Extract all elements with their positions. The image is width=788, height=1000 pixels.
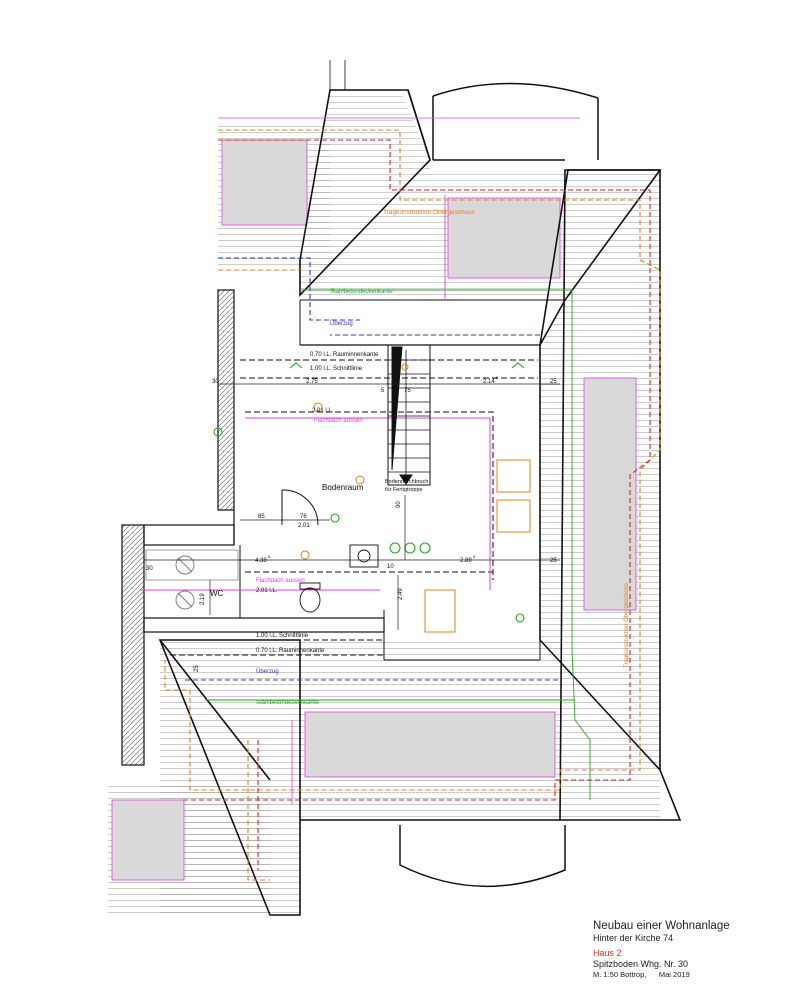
dim-5a: 5 [381, 388, 385, 394]
bay-window-bottom [399, 825, 566, 887]
door-swing [281, 489, 319, 526]
interior-walls [121, 289, 541, 766]
label-tragkonstruktion-right: Tragkonstruktion Obergeschoss [624, 583, 630, 668]
label-schnitt-100-bottom: 1.00 l.L. Schnittlinie [256, 633, 309, 639]
electrical-symbols [213, 362, 525, 623]
dim-76: 76 [300, 514, 307, 520]
dim-275: 2.75 [306, 379, 318, 385]
dim-214-sup: 5 [496, 375, 499, 380]
label-raum-070-bottom: 0.70 l.L. Rauminnenkante [256, 648, 325, 654]
project-title: Neubau einer Wohnanlage [593, 920, 730, 932]
dim-30b: 30 [146, 566, 153, 572]
dim-201-ll: 2.01 l.L. [312, 408, 334, 414]
dim-30: 30 [212, 379, 219, 385]
label-bodenraum: Bodenraum [322, 483, 364, 492]
label-schnitt-100-top: 1.00 l.L. Schnittlinie [310, 366, 363, 372]
label-wc: WC [210, 589, 224, 598]
dim-75: 75 [404, 388, 411, 394]
dim-25c: 25 [194, 665, 200, 672]
label-ueberzug-top: Überzug [330, 320, 353, 327]
dim-85: 85 [258, 514, 265, 520]
house-label: Haus 2 [593, 948, 622, 958]
dimension-lines [144, 383, 560, 630]
scale-date-row: M. 1:50 Bottrop, Mai 2019 [593, 970, 783, 980]
dashed-construction-lines [140, 117, 661, 881]
dim-25a: 25 [550, 379, 557, 385]
warning-symbols [300, 363, 409, 560]
dim-438: 4.38 [255, 558, 267, 564]
furniture-outlines [424, 459, 531, 633]
label-stahlbeton-bottom: Stahlbetondeckenkante [256, 700, 319, 706]
dim-201-ll-b: 2.01 l.L. [256, 588, 278, 594]
drawing-date: Mai 2019 [658, 970, 690, 979]
label-flachdach-top: Flachdach aussen [314, 418, 363, 424]
dormer-fill-areas [111, 139, 637, 881]
label-bodendurchbruch-1: Bodendurchbruch [385, 479, 428, 485]
dim-219: 2.19 [200, 593, 206, 605]
dim-90: 90 [396, 501, 402, 508]
label-ueberzug-bottom: Überzug [256, 668, 279, 675]
label-tragkonstruktion-og: Tragkonstruktion Obergeschoss [383, 209, 476, 216]
dim-201: 2.01 [298, 523, 310, 529]
title-block: Neubau einer Wohnanlage Hinter der Kirch… [593, 920, 783, 980]
label-raum-070-top: 0.70 l.L. Rauminnenkante [310, 352, 379, 358]
bay-window-top [432, 82, 599, 161]
dim-438-sup: 5 [268, 554, 271, 559]
label-flachdach-bottom: Flachdach aussen [256, 578, 305, 584]
staircase [387, 344, 431, 486]
unit-label: Spitzboden Whg. Nr. 30 [593, 959, 689, 969]
label-bodendurchbruch-2: für Fertigtreppe [385, 487, 423, 493]
plan-labels: Tragkonstruktion Obergeschoss Stahlbeton… [146, 209, 630, 706]
project-address: Hinter der Kirche 74 [593, 933, 674, 943]
dim-289: 2.89 [460, 558, 472, 564]
dim-10: 10 [387, 564, 394, 570]
scale-location: M. 1:50 Bottrop, [593, 970, 647, 979]
dim-25b: 25 [550, 558, 557, 564]
dim-289-sup: 5 [473, 554, 476, 559]
label-stahlbeton-top: Stahlbetondeckenkante [330, 289, 393, 295]
dim-214: 2.14 [483, 379, 495, 385]
dim-249: 2.49 [398, 588, 404, 600]
